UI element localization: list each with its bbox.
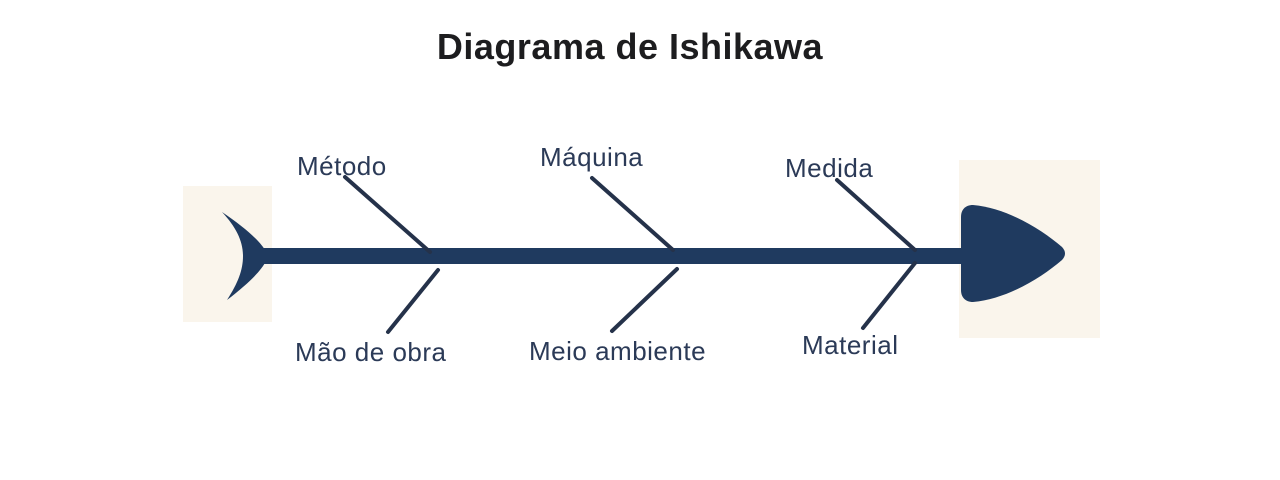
label-metodo: Método	[297, 151, 387, 181]
bone-medida	[835, 178, 917, 252]
page-title: Diagrama de Ishikawa	[436, 26, 824, 67]
label-maquina: Máquina	[540, 142, 644, 172]
fish-head-arrow-icon	[961, 205, 1065, 302]
bone-mao-de-obra	[386, 268, 440, 334]
fish-spine	[256, 248, 964, 264]
bone-maquina	[590, 176, 675, 252]
label-material: Material	[802, 330, 899, 360]
label-mao-de-obra: Mão de obra	[295, 337, 447, 367]
label-meio-ambiente: Meio ambiente	[529, 336, 707, 366]
bone-meio-ambiente	[610, 267, 679, 333]
label-medida: Medida	[785, 153, 874, 183]
bone-metodo	[343, 175, 432, 254]
bone-material	[861, 261, 917, 330]
fish-tail-icon	[222, 212, 266, 300]
